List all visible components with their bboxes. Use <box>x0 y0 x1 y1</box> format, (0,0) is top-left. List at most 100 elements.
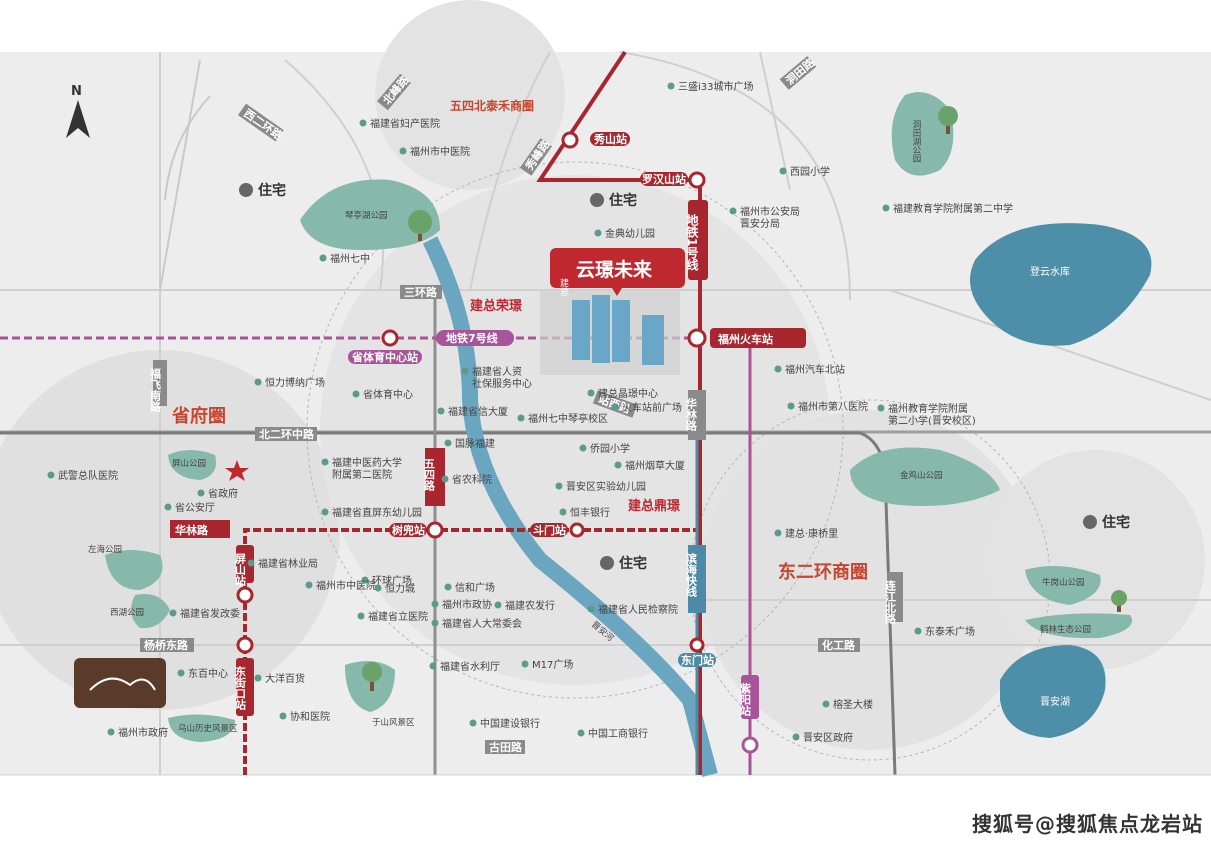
poi-label: M17广场 <box>532 658 573 671</box>
metro-line-1-label: 地铁1号线 <box>685 213 699 271</box>
poi-marker-icon <box>431 600 439 608</box>
poi-marker-icon <box>429 662 437 670</box>
poi-label: 大洋百货 <box>265 672 305 685</box>
road-fufei: 福飞南路 <box>149 367 163 413</box>
poi-marker-icon <box>577 729 585 737</box>
road-binhai: 滨海快线 <box>685 552 699 598</box>
poi-label: 福建省人民检察院 <box>598 603 678 616</box>
niugangshan-park <box>1025 566 1101 605</box>
poi-marker-icon <box>774 529 782 537</box>
residential-b: 住宅 <box>609 192 637 209</box>
helin-park-label: 鹤林生态公园 <box>1040 624 1091 635</box>
poi-marker-icon <box>774 365 782 373</box>
project-buildings <box>572 295 664 365</box>
xihu-park-label: 西湖公园 <box>110 608 144 618</box>
station-dongmen: 东门站 <box>681 653 714 667</box>
poi-marker-icon <box>177 669 185 677</box>
poi-label: 省政府 <box>208 487 238 500</box>
poi-marker-icon <box>254 378 262 386</box>
station-tags: 秀山站 罗汉山站 福州火车站 省体育中心站 树兜站 斗门站 屏山站 东街口站 东… <box>234 132 806 719</box>
zone-donger-label: 东二环商圈 <box>778 561 868 583</box>
helin-park <box>1025 613 1132 639</box>
poi-label: 榕圣大楼 <box>833 698 873 711</box>
station-shengtiyu: 省体育中心站 <box>351 350 418 364</box>
residential-c: 住宅 <box>619 555 647 572</box>
project-name: 云璟未来 <box>576 258 652 281</box>
poi-label: 福州七中琴亭校区 <box>528 412 608 425</box>
poi-label: 环球广场 <box>372 574 412 587</box>
pingshan-park-label: 屏山公园 <box>172 458 206 469</box>
poi-label: 福州汽车北站 <box>785 363 845 376</box>
poi-marker-icon <box>321 508 329 516</box>
poi-marker-icon <box>611 403 619 411</box>
metro-line-7-tag <box>436 330 514 346</box>
poi-label: 金典幼儿园 <box>605 227 655 240</box>
poi-label: 中国建设银行 <box>480 717 540 730</box>
poi-marker-icon <box>882 204 890 212</box>
dongtianhu-park-label: 洞田湖公园 <box>911 119 921 163</box>
zone-shengfu-circle <box>0 350 340 710</box>
jinan-lake-label: 晋安湖 <box>1040 695 1070 708</box>
poi-marker-icon <box>352 390 360 398</box>
poi-marker-icon <box>431 619 439 627</box>
poi-marker-icon <box>359 119 367 127</box>
zone-wusi-label: 五四北泰禾商圈 <box>450 98 534 113</box>
metro-line-1 <box>536 50 702 775</box>
jinjishan-park-label: 金鸡山公园 <box>900 470 943 481</box>
poi-marker-icon <box>469 719 477 727</box>
poi-label: 福建农发行 <box>505 599 555 612</box>
poi-label: 福州教育学院附属第二小学(晋安校区) <box>888 402 976 427</box>
poi-label: 福建省水利厅 <box>440 660 500 673</box>
logo-stroke <box>89 677 156 691</box>
tree-icons <box>362 106 1127 691</box>
poi-marker-icon <box>822 700 830 708</box>
poi-label: 恒丰银行 <box>570 506 610 519</box>
station-ziyang: 紫阳站 <box>739 682 752 717</box>
poi-marker-icon <box>319 254 327 262</box>
zuohai-park <box>105 550 163 590</box>
road-huagong: 化工路 <box>822 638 856 652</box>
poi-marker-icon <box>792 733 800 741</box>
station-shudou: 树兜站 <box>392 523 425 537</box>
road-gutian: 古田路 <box>489 740 523 754</box>
poi-marker-icon <box>444 439 452 447</box>
zone-east-circle <box>985 450 1205 670</box>
poi-label: 福建中医药大学附属第二医院 <box>332 456 402 481</box>
qinting-park <box>300 179 440 250</box>
poi-marker-icon <box>279 712 287 720</box>
poi-label: 晋安区政府 <box>803 731 853 744</box>
road-hualin-east: 华林路 <box>685 397 698 432</box>
niugangshan-park-label: 牛岗山公园 <box>1042 577 1085 588</box>
poi-label: 省公安厅 <box>175 501 215 514</box>
poi-marker-icon <box>357 612 365 620</box>
pingshan-park <box>168 450 216 480</box>
poi-marker-icon <box>587 605 595 613</box>
poi-marker-icon <box>594 229 602 237</box>
metro-line-1-tag <box>688 200 708 280</box>
poi-label: 福州市中医院 <box>316 579 376 592</box>
poi-label: 东泰禾广场 <box>925 625 975 638</box>
poi-label: 恒力博纳广场 <box>265 376 325 389</box>
poi-label: 省农科院 <box>452 473 492 486</box>
station-pingshan: 屏山站 <box>234 553 247 587</box>
poi-label: 武警总队医院 <box>58 469 118 482</box>
road-beierhuan: 北二环中路 <box>259 427 315 441</box>
wushan-park <box>168 714 235 742</box>
poi-marker-icon <box>555 482 563 490</box>
poi-marker-icon <box>305 581 313 589</box>
zone-shengfu-label: 省府圈 <box>171 405 226 427</box>
compass-label: N <box>71 84 82 99</box>
yushan-park-label: 于山风景区 <box>372 717 415 728</box>
poi-marker-icon <box>517 414 525 422</box>
dongtianhu-park <box>891 92 954 176</box>
poi-label: 福州市政府 <box>118 726 168 739</box>
poi-label: 火车站前广场 <box>622 401 682 414</box>
poi-marker-icon <box>461 367 469 375</box>
poi-marker-icon <box>399 147 407 155</box>
poi-label: 福州七中 <box>330 252 370 265</box>
poi-label: 福州市公安局晋安分局 <box>740 205 800 230</box>
brand-label-1: 建总荣璟 <box>470 298 522 314</box>
road-yangqiao: 杨桥东路 <box>144 638 189 652</box>
poi-label: 建总·康桥里 <box>785 527 838 540</box>
